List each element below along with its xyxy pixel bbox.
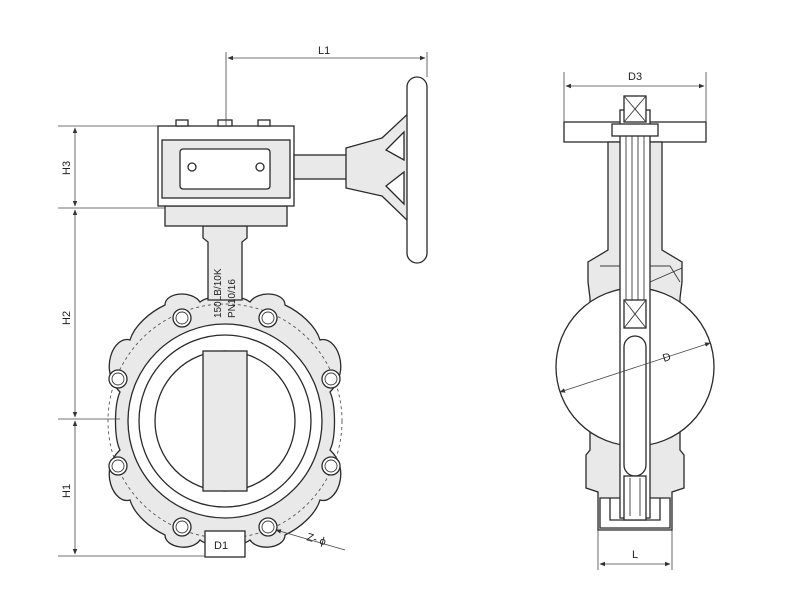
disc <box>202 350 248 492</box>
bolt-hole <box>172 308 192 328</box>
bolt-hole <box>258 517 278 537</box>
dim-label-l: L <box>632 549 638 561</box>
bolt-hole <box>321 456 341 476</box>
dim-label-d3: D3 <box>628 71 642 83</box>
front-view: 150LB/10K PN10/16 D1 L1 H3 H2 H1 Z- ϕ <box>58 45 428 558</box>
bolt-hole <box>321 369 341 389</box>
gearbox-base <box>164 205 288 227</box>
upper-section-line <box>649 267 683 283</box>
handwheel-hub <box>345 108 413 227</box>
gearbox-boss <box>257 119 271 127</box>
bolt-hole <box>108 456 128 476</box>
disc-hub <box>623 335 647 477</box>
dim-label-h2: H2 <box>61 311 73 325</box>
input-shaft <box>293 154 349 180</box>
d-dimension-line <box>559 342 711 393</box>
d1-tab <box>204 530 246 558</box>
dim-label-z-phi: Z- ϕ <box>305 531 327 548</box>
dim-label-d1: D1 <box>214 540 228 552</box>
lower-stem <box>623 475 647 521</box>
gearbox-cover <box>179 148 271 190</box>
pressure-marking-2: PN10/16 <box>227 279 238 318</box>
gearbox-boss <box>175 119 189 127</box>
dim-label-h1: H1 <box>61 484 73 498</box>
bolt-holes <box>108 308 341 537</box>
stem-top-cross <box>623 95 647 123</box>
dim-label-h3: H3 <box>61 161 73 175</box>
z-phi-leader <box>275 529 346 551</box>
dim-label-d: D <box>661 351 672 365</box>
neck <box>202 225 248 301</box>
bolt-circle <box>107 303 343 539</box>
cover-screw <box>187 162 197 172</box>
handwheel-spoke <box>385 170 405 206</box>
handwheel-spoke <box>384 130 405 162</box>
side-view: D3 D L <box>555 71 715 570</box>
pressure-marking-1: 150LB/10K <box>213 268 224 318</box>
stem-packing <box>611 123 659 137</box>
cover-screw <box>255 162 265 172</box>
gearbox-boss <box>217 119 233 127</box>
stem-square-cross <box>623 299 647 329</box>
bolt-hole <box>258 308 278 328</box>
seat-ring <box>138 334 312 508</box>
dim-label-l1: L1 <box>318 45 330 57</box>
handwheel-rim <box>406 76 428 264</box>
bolt-hole <box>172 517 192 537</box>
bolt-hole <box>108 369 128 389</box>
